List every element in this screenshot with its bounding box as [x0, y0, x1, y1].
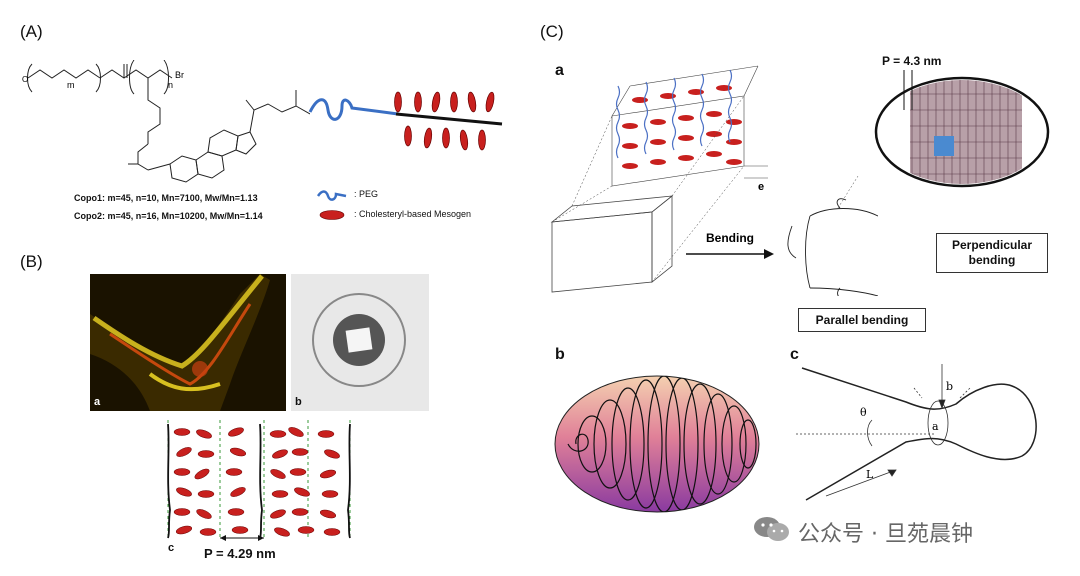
watermark-text: 公众号 · 旦苑晨钟	[798, 522, 973, 547]
spiral-ellipsoid	[554, 375, 760, 513]
saxs-pattern: b	[291, 274, 429, 411]
b-label: b	[946, 380, 953, 393]
polymer-cartoon	[308, 91, 503, 151]
wechat-icon	[752, 514, 792, 544]
period-c: P = 4.3 nm	[882, 54, 942, 68]
legend-icons	[316, 190, 347, 220]
sub-c-b: c	[168, 542, 175, 554]
chemical-structure: m n Br O	[22, 60, 310, 183]
bending-label: Bending	[706, 231, 754, 245]
copo2-text: Copo2: m=45, n=16, Mn=10200, Mw/Mn=1.14	[74, 211, 263, 221]
legend-mesogen: : Cholesteryl-based Mesogen	[354, 209, 472, 219]
perp-bending-box: Perpendicular bending	[936, 233, 1048, 273]
panel-b-label: (B)	[20, 252, 43, 271]
theta-label: θ	[860, 406, 867, 419]
lamellar-structure	[167, 420, 351, 541]
panel-c-label: (C)	[540, 22, 564, 41]
sub-c-c: c	[790, 346, 799, 363]
period-b: P = 4.29 nm	[204, 546, 276, 561]
chem-o-label: O	[22, 75, 28, 84]
copo1-text: Copo1: m=45, n=10, Mn=7100, Mw/Mn=1.13	[74, 193, 258, 203]
sub-b-c: b	[555, 346, 565, 363]
parallel-bending-box: Parallel bending	[798, 308, 926, 332]
sub-b-b: b	[295, 396, 302, 408]
chem-n-label: n	[168, 80, 173, 90]
panel-a-label: (A)	[20, 22, 43, 41]
a-label: a	[932, 420, 939, 433]
cell-micrograph: a	[90, 274, 286, 411]
ellipsoid-fiber	[874, 70, 1050, 188]
sub-a-b: a	[94, 396, 101, 408]
e-label: e	[758, 181, 764, 193]
sub-a-c: a	[555, 62, 564, 79]
legend-peg: : PEG	[354, 189, 379, 199]
dumbbell-geometry: θ a b L	[796, 364, 1037, 501]
L-label: L	[866, 468, 874, 481]
bending-schematic: e Bending	[550, 65, 878, 296]
chem-br-label: Br	[175, 70, 184, 80]
chem-m-label: m	[67, 80, 75, 90]
